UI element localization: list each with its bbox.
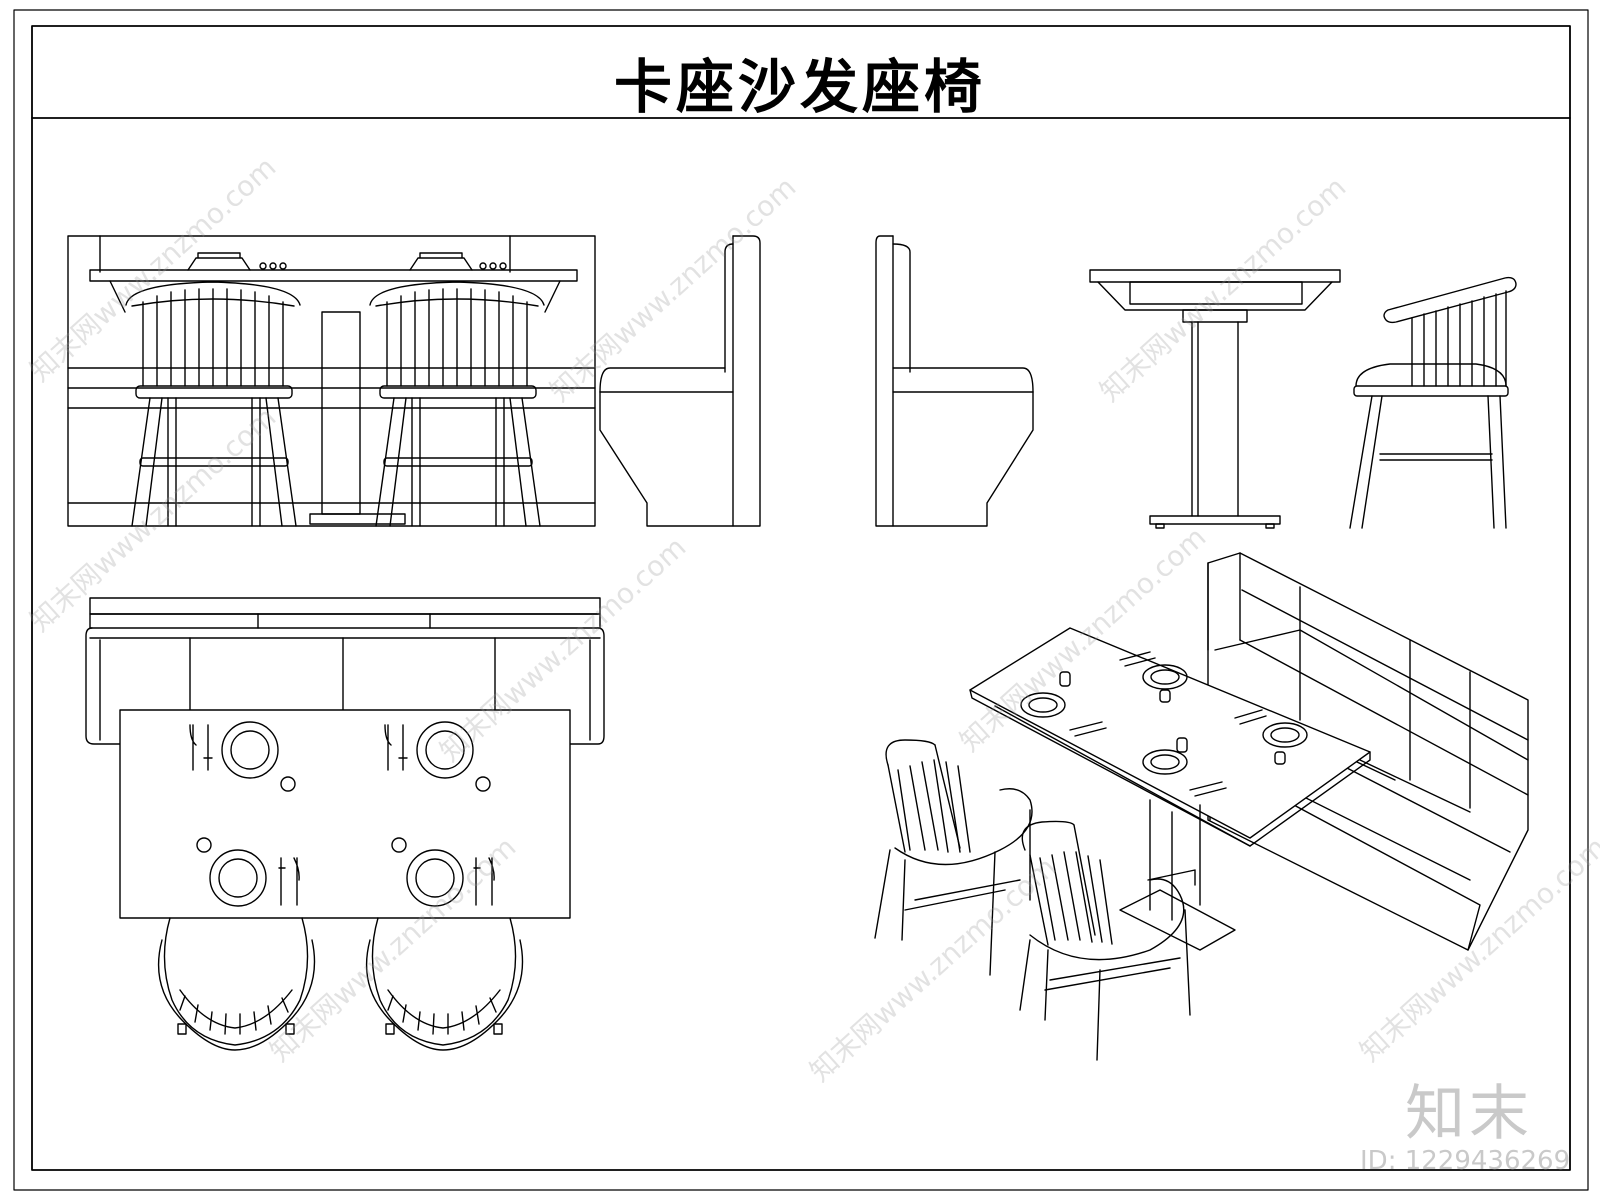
- plan-chair-right: [367, 918, 523, 1050]
- plan-view: [86, 598, 604, 1050]
- drawing-title: 卡座沙发座椅: [613, 53, 986, 121]
- front-chair-left: [126, 282, 300, 526]
- isometric-view: [875, 553, 1528, 1060]
- booth-side-elevation-1: [600, 236, 760, 526]
- booth-side-elevation-2: [876, 236, 1033, 526]
- iso-chair-front: [1020, 821, 1195, 1060]
- front-elevation: [68, 236, 595, 526]
- outer-border: [14, 10, 1588, 1190]
- watermark-logo: 知末: [1405, 1079, 1533, 1149]
- table-side-elevation: [1090, 270, 1340, 528]
- iso-chair-back: [875, 740, 1032, 975]
- booth-back-outline: [68, 236, 595, 526]
- inner-border: [32, 26, 1570, 1170]
- table-top: [90, 270, 577, 281]
- chair-side-elevation: [1350, 278, 1516, 528]
- front-chair-right: [370, 282, 544, 526]
- watermark-id: ID: 1229436269: [1360, 1146, 1571, 1176]
- plan-chair-left: [159, 918, 315, 1050]
